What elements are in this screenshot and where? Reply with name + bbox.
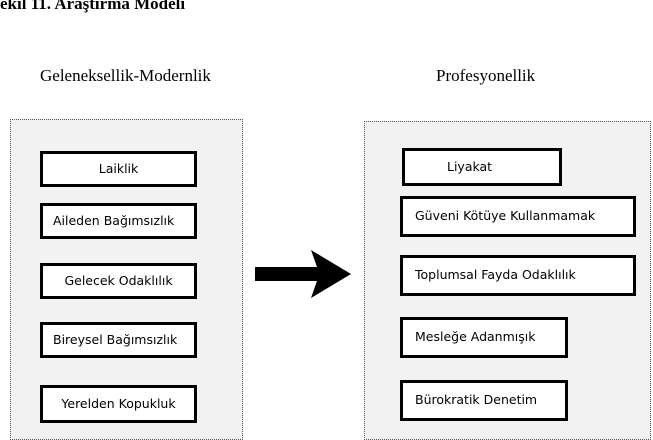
node-gelecek-odaklilik: Gelecek Odaklılık <box>40 263 197 299</box>
node-guveni-kotuye-kullanmamak: Güveni Kötüye Kullanmamak <box>400 196 636 237</box>
node-meslege-adanmisik: Mesleğe Adanmışık <box>400 317 568 358</box>
node-liyakat: Liyakat <box>402 148 562 186</box>
left-group-title: Geleneksellik-Modernlik <box>40 66 211 85</box>
node-toplumsal-fayda-odaklilik: Toplumsal Fayda Odaklılık <box>400 255 636 296</box>
node-bireysel-bagimsizlik: Bireysel Bağımsızlık <box>40 322 197 358</box>
figure-title: ekil 11. Araştırma Modeli <box>0 0 186 13</box>
arrow-shape <box>255 250 351 298</box>
node-laiklik: Laiklik <box>40 151 197 187</box>
right-group-title: Profesyonellik <box>436 66 536 85</box>
node-aileden-bagimsizlik: Aileden Bağımsızlık <box>40 203 197 239</box>
node-burokratik-denetim: Bürokratik Denetim <box>400 380 568 421</box>
right-arrow-icon <box>255 250 351 298</box>
node-yerelden-kopukluk: Yerelden Kopukluk <box>40 385 197 423</box>
